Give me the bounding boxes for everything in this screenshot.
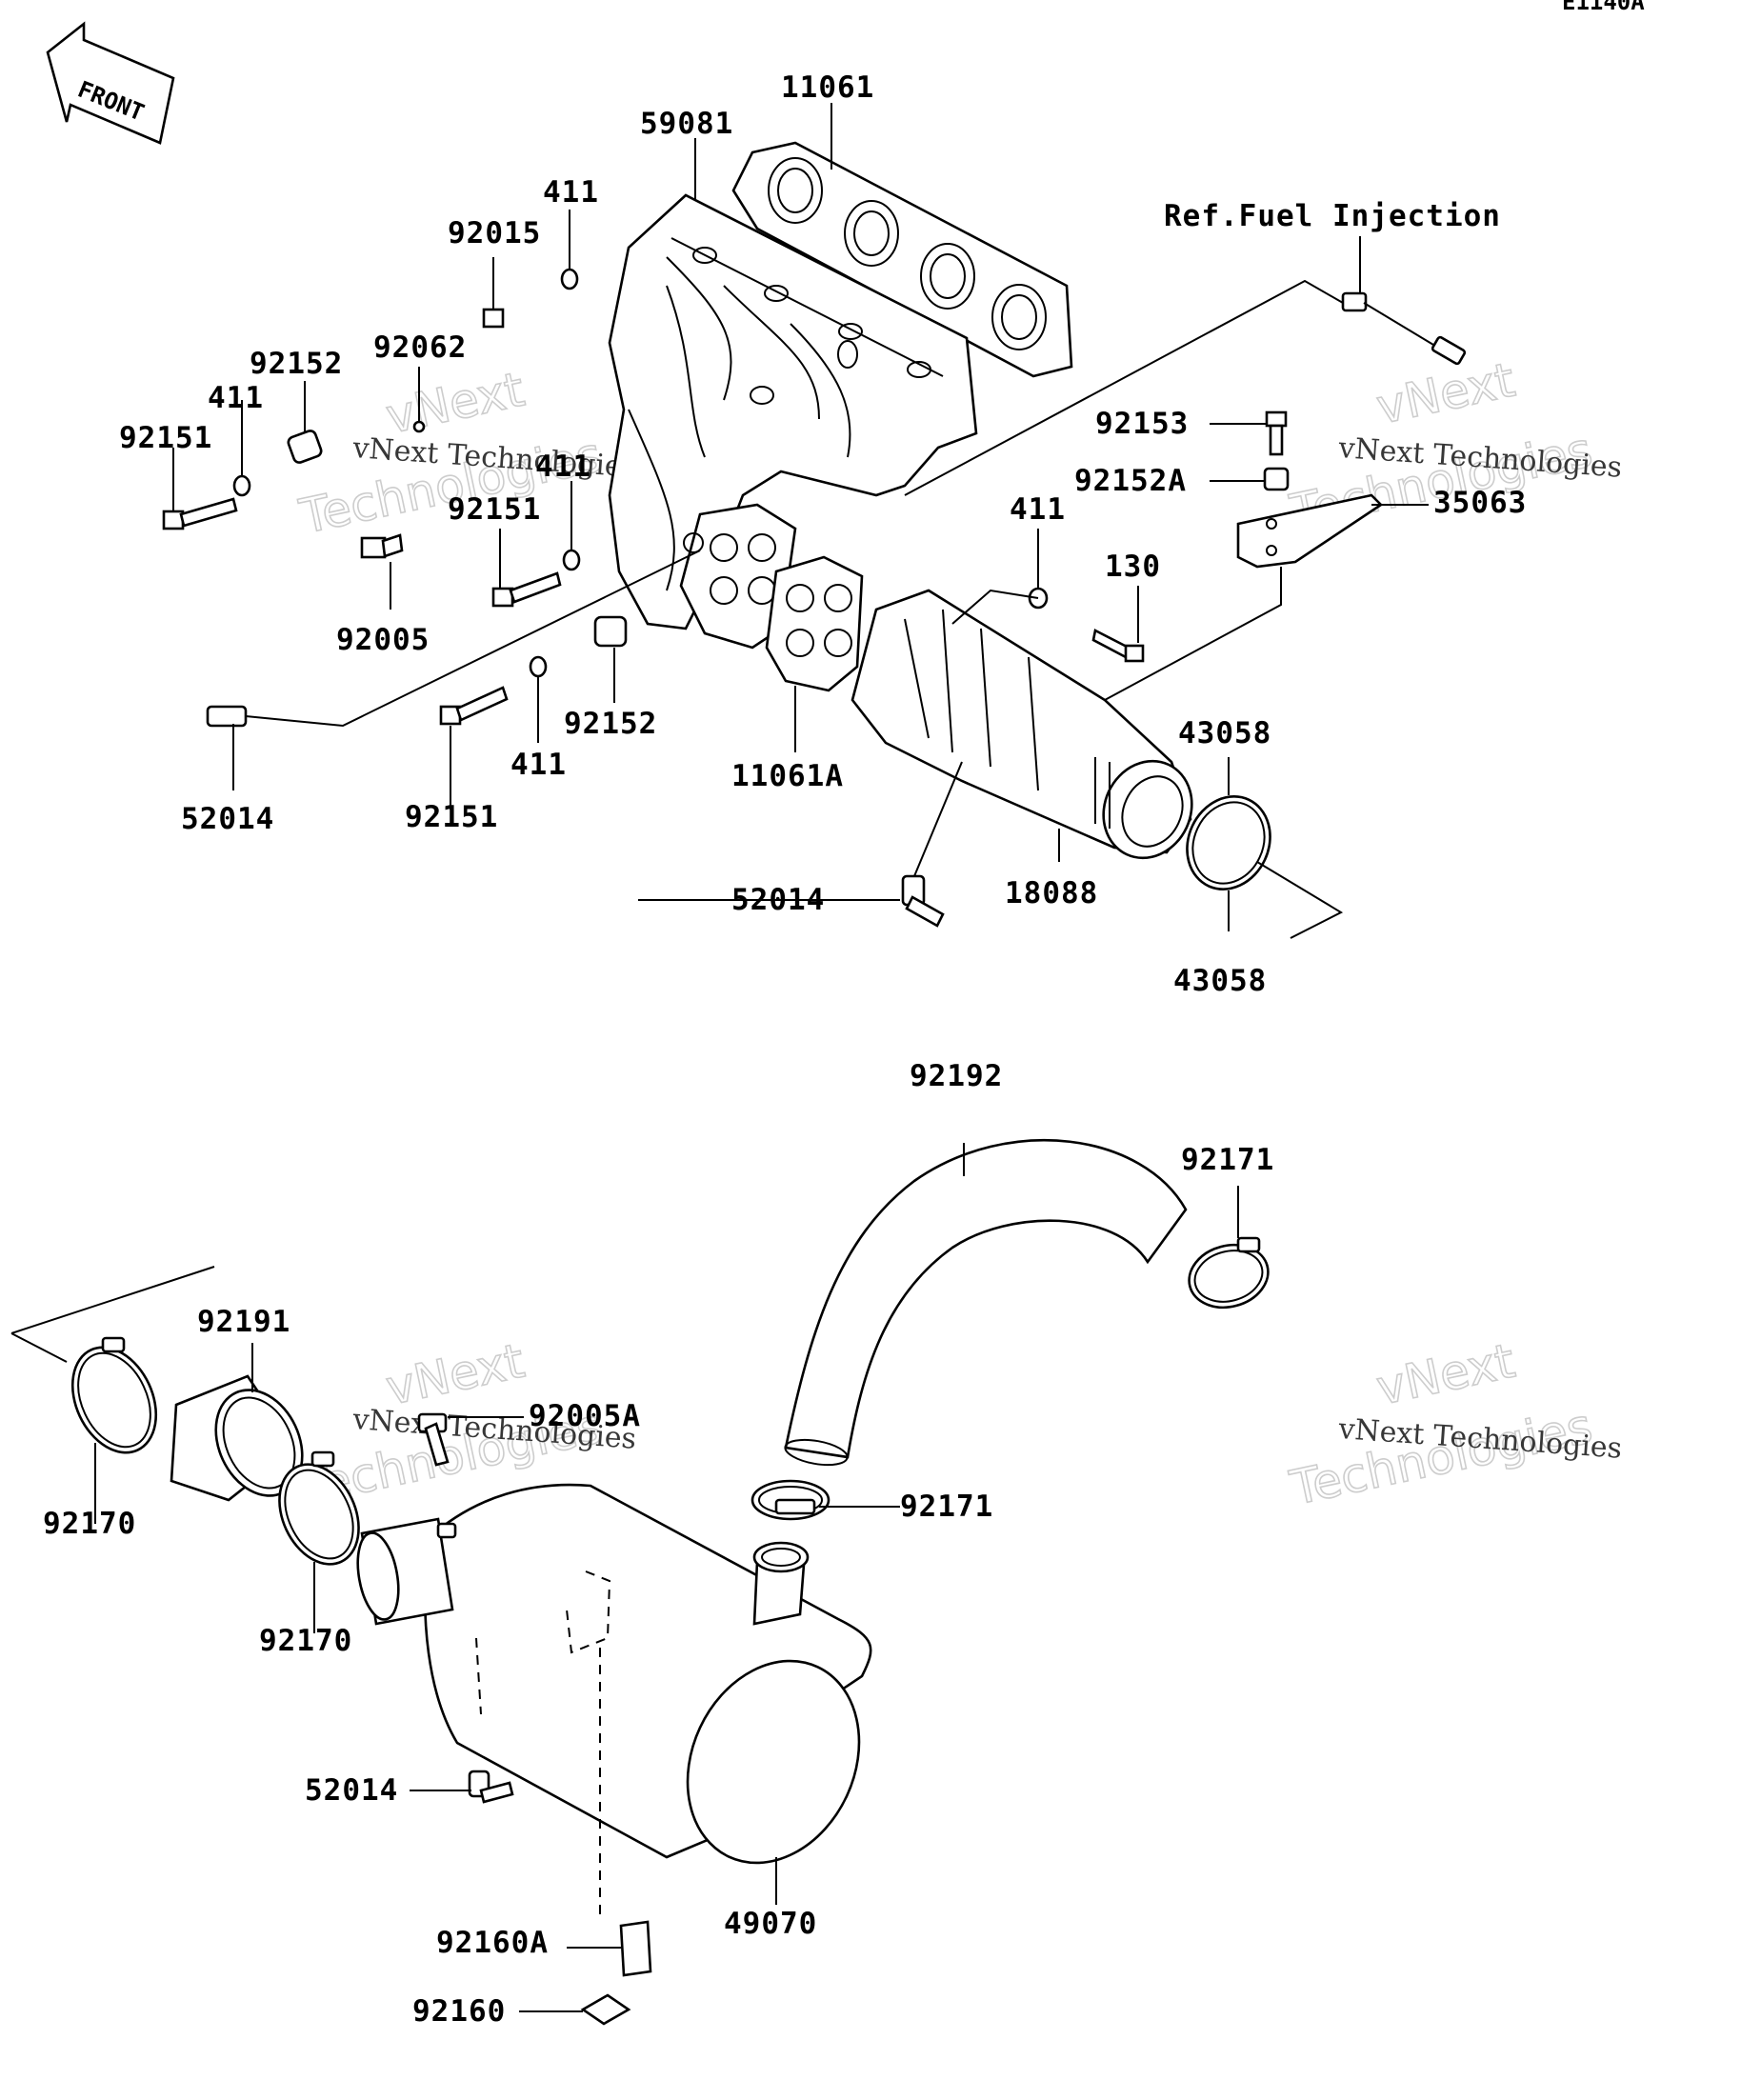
sensor-ref-fuel-injection — [1341, 291, 1467, 366]
washer-411-top — [560, 268, 579, 290]
svg-text:vNext: vNext — [1371, 352, 1519, 435]
callout-35063: 35063 — [1433, 486, 1527, 520]
callout-11061A: 11061A — [731, 759, 844, 793]
fastener-92015 — [482, 308, 505, 329]
callout-52014-left: 52014 — [181, 802, 274, 836]
callout-92191: 92191 — [197, 1305, 290, 1339]
collar-92152-mid — [593, 615, 628, 648]
fitting-52014-bot — [468, 1770, 514, 1804]
callout-92170-left: 92170 — [43, 1507, 136, 1541]
hose-clamp-92171-top — [1188, 1236, 1270, 1310]
callout-411-right: 411 — [1010, 492, 1066, 527]
watermark-right-top: vNext Technologies vNext Technologies — [1285, 351, 1624, 541]
callout-130: 130 — [1105, 550, 1161, 584]
label-plate-92160A — [619, 1920, 652, 1977]
callout-92152-top: 92152 — [250, 347, 343, 381]
fitting-52014-mid — [901, 874, 945, 928]
callout-18088: 18088 — [1005, 876, 1098, 910]
callout-92151-left: 92151 — [119, 421, 212, 455]
collar-92152A — [1263, 467, 1290, 491]
bolt-92151-mid — [491, 571, 562, 608]
callout-92151-mid: 92151 — [448, 492, 541, 527]
callout-59081: 59081 — [640, 107, 733, 141]
callout-411-mid: 411 — [535, 450, 591, 484]
callout-92160: 92160 — [412, 1994, 506, 2029]
diagram-code: E1140A — [1562, 0, 1645, 15]
callout-11061: 11061 — [781, 70, 874, 105]
svg-text:vNext: vNext — [1371, 1333, 1519, 1416]
bracket-35063 — [1236, 493, 1384, 569]
manifold-gasket — [731, 141, 1073, 378]
callout-49070: 49070 — [724, 1907, 817, 1941]
callout-43058-top: 43058 — [1178, 716, 1271, 750]
callout-92152-mid: 92152 — [564, 707, 657, 741]
hose-clamp-92170-mid — [278, 1450, 360, 1566]
hose-clamp-92170-left — [70, 1336, 158, 1454]
callout-92160A: 92160A — [436, 1926, 549, 1960]
callout-92015: 92015 — [448, 216, 541, 250]
callout-411-left: 411 — [208, 381, 264, 415]
callout-92005: 92005 — [336, 623, 430, 657]
callout-92192: 92192 — [910, 1059, 1003, 1093]
fitting-52014-left — [206, 705, 248, 728]
pipe-ring-upper — [1186, 795, 1271, 890]
callout-52014-bot: 52014 — [305, 1773, 398, 1808]
bolt-92153 — [1265, 410, 1288, 456]
fitting-92005A — [417, 1412, 457, 1539]
callout-43058-bot: 43058 — [1173, 964, 1267, 998]
bolt-92151-left — [162, 497, 238, 530]
watermark-right-bottom: vNext Technologies vNext Technologies — [1285, 1332, 1624, 1517]
fitting-92005 — [360, 533, 404, 559]
bolt-130 — [1091, 629, 1145, 663]
callout-92153: 92153 — [1095, 407, 1189, 441]
flange-gasket — [765, 555, 864, 692]
collar-92152-top — [287, 430, 323, 464]
callout-92151-bot: 92151 — [405, 800, 498, 834]
washer-411-mid — [562, 549, 581, 571]
exhaust-pipe — [850, 589, 1193, 860]
callout-411-bot: 411 — [510, 748, 567, 782]
muffler — [356, 1483, 872, 1914]
callout-411-top: 411 — [543, 175, 599, 210]
svg-text:vNext: vNext — [381, 1333, 529, 1416]
callout-92062: 92062 — [373, 330, 467, 365]
front-arrow-icon: FRONT — [46, 21, 175, 145]
inlet-hose — [170, 1374, 304, 1502]
callout-92171-bot: 92171 — [900, 1490, 993, 1524]
callout-52014-mid: 52014 — [731, 883, 825, 917]
washer-411-left — [232, 474, 251, 497]
callout-92152A: 92152A — [1074, 464, 1187, 498]
svg-text:vNext: vNext — [381, 362, 529, 445]
callout-92171-top: 92171 — [1181, 1143, 1274, 1177]
outlet-hose — [784, 1138, 1188, 1467]
label-plate-92160 — [580, 1993, 631, 2026]
bolt-92151-bot — [439, 686, 509, 726]
fastener-92062 — [412, 420, 426, 433]
callout-ref-fuel-injection: Ref.Fuel Injection — [1164, 199, 1501, 233]
washer-411-bot — [529, 655, 548, 678]
leader-lines — [10, 103, 1429, 2012]
callout-92170-mid: 92170 — [259, 1624, 352, 1658]
callout-labels: 11061 59081 411 92015 92062 92152 411 92… — [43, 70, 1527, 2029]
hose-clamp-92171-bot — [750, 1479, 830, 1521]
callout-92005A: 92005A — [529, 1399, 641, 1433]
